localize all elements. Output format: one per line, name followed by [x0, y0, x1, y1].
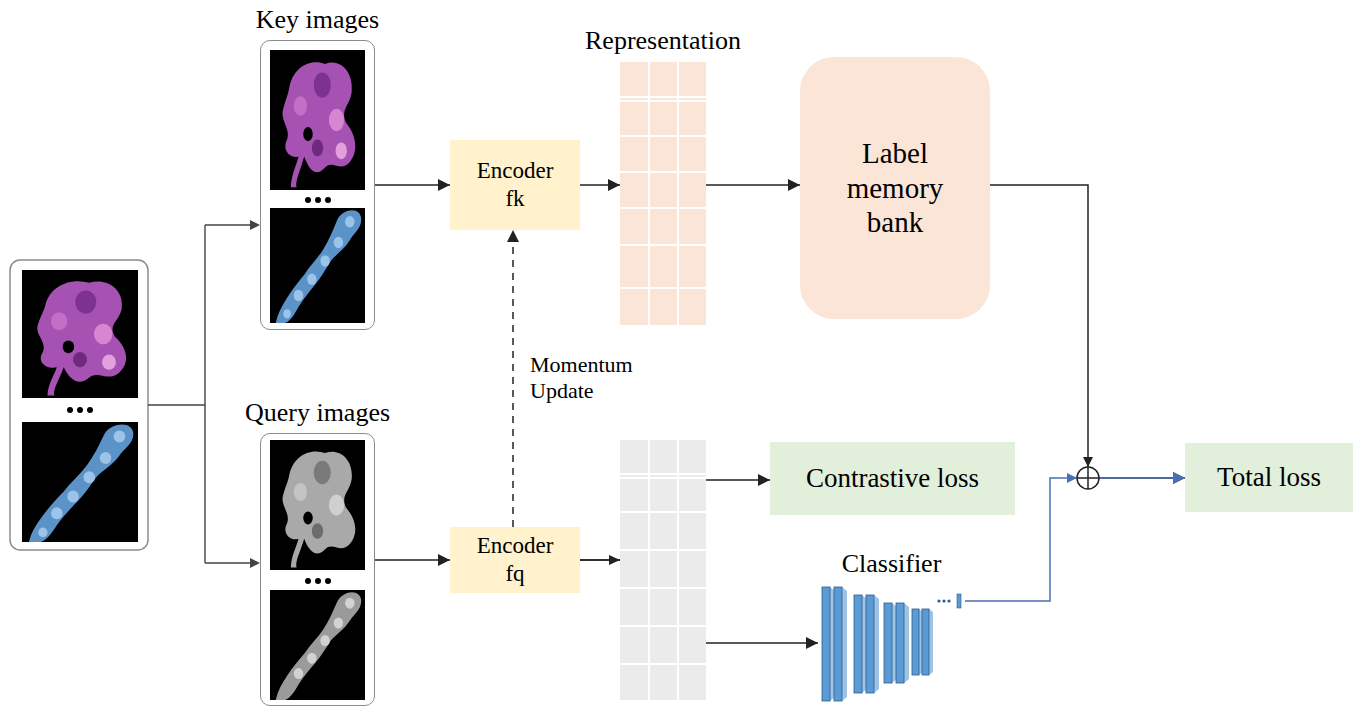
- split-line: [148, 225, 252, 563]
- ellipsis-dot: [305, 197, 311, 203]
- classifier-network: Classifier: [818, 585, 965, 705]
- arrowhead: [1067, 473, 1077, 483]
- arrow: [706, 184, 800, 186]
- feature-grid: [620, 440, 706, 700]
- ellipsis-dot: [305, 578, 311, 584]
- layer-slab: [822, 587, 830, 701]
- layer-side: [929, 609, 933, 675]
- node-label: Encoder fq: [470, 532, 560, 587]
- grid-lines: [620, 440, 706, 700]
- ellipsis-dot: [77, 407, 83, 413]
- loss-box: Contrastive loss: [770, 442, 1015, 515]
- gray-cell-image: [270, 590, 365, 700]
- dashed-arrow: [512, 230, 514, 527]
- cell-image: [270, 50, 365, 190]
- arrow: [375, 559, 450, 561]
- layer-slab: [854, 595, 862, 693]
- heading: Representation: [585, 26, 741, 56]
- node-label: Contrastive loss: [806, 462, 979, 494]
- arrowhead: [1083, 457, 1093, 467]
- layer-slab: [834, 587, 842, 701]
- layer-slab: [912, 609, 919, 675]
- layer-slab: [896, 603, 904, 683]
- node-label: Encoder fk: [470, 157, 560, 212]
- heading: Key images: [256, 5, 379, 35]
- layer-slab: [922, 609, 929, 675]
- sum-symbol: [1077, 467, 1099, 489]
- memory-bank-box: Label memory bank: [800, 57, 990, 319]
- arrowhead: [609, 555, 620, 565]
- arrowhead: [250, 220, 260, 230]
- cell-image: [22, 270, 138, 398]
- node-label: Total loss: [1217, 461, 1321, 493]
- ellipsis-dot: [315, 578, 321, 584]
- encoder-box: Encoder fq: [450, 527, 580, 593]
- ellipsis-dot: [67, 407, 73, 413]
- output-unit: [957, 594, 961, 608]
- ellipsis-dot: [87, 407, 93, 413]
- arrowhead: [250, 558, 260, 568]
- ellipsis-dot: [947, 599, 950, 602]
- node-label: Label memory bank: [835, 136, 955, 240]
- ellipsis-dot: [315, 197, 321, 203]
- image-group-box: Key images: [260, 40, 375, 330]
- input-group-box: [10, 260, 148, 550]
- layer-slab: [866, 595, 874, 693]
- arrow: [990, 185, 1185, 478]
- heading: Query images: [245, 398, 390, 428]
- ellipsis-dot: [325, 197, 331, 203]
- ellipsis-dot: [325, 578, 331, 584]
- layer-side: [874, 595, 879, 693]
- representation-grid: Representation: [620, 62, 706, 325]
- cell-image: [22, 422, 138, 542]
- grid-lines: [620, 62, 706, 325]
- cell-image: [270, 208, 365, 323]
- image-group-box: Query images: [260, 433, 375, 706]
- layer-slab: [884, 603, 892, 683]
- layer-side: [842, 587, 847, 701]
- feature-grid: [620, 62, 706, 325]
- arrow: [580, 184, 620, 186]
- edge-label: Momentum Update: [528, 352, 672, 405]
- sum-cross: [1077, 467, 1099, 489]
- cnn-illustration: [822, 587, 961, 701]
- loss-box: Total loss: [1185, 443, 1353, 512]
- gray-cell-image: [270, 440, 365, 570]
- arrow: [375, 184, 450, 186]
- heading: Classifier: [842, 549, 942, 579]
- layer-side: [904, 603, 909, 683]
- ellipsis-dot: [942, 599, 945, 602]
- ellipsis-dot: [937, 599, 940, 602]
- encoder-box: Encoder fk: [450, 140, 580, 230]
